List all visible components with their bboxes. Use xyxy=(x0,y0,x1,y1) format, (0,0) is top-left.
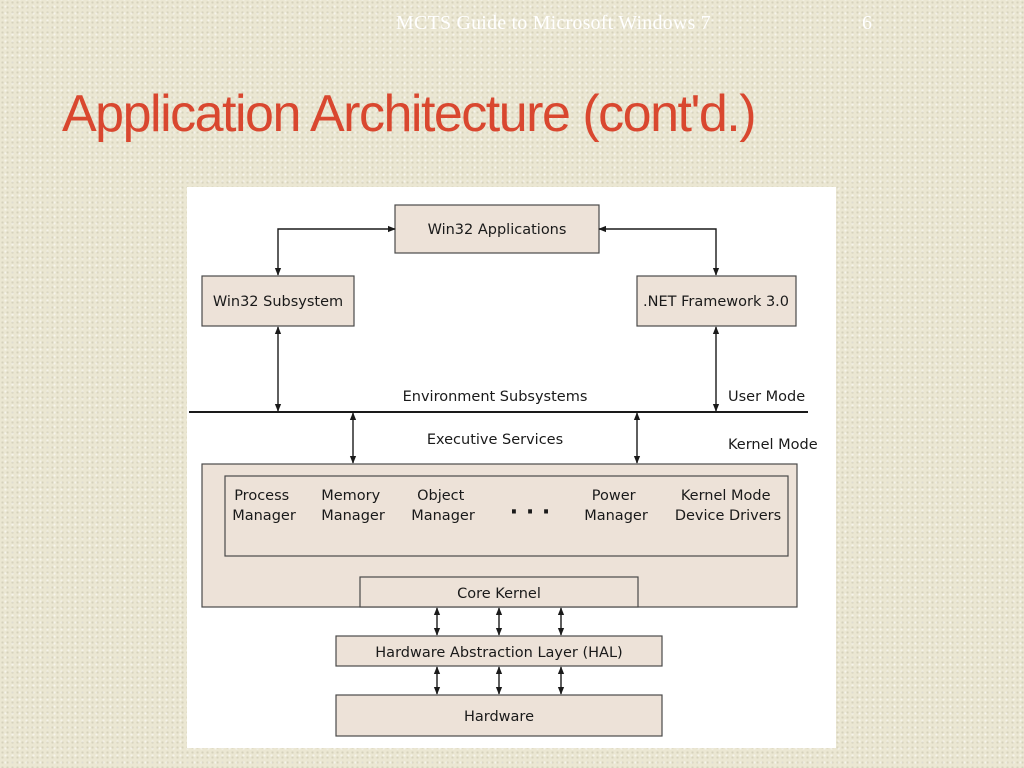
core-kernel-box xyxy=(359,576,639,608)
win32-applications-box xyxy=(394,204,600,254)
process-manager-label: Process Manager xyxy=(232,488,296,524)
memory-manager-label: Memory Manager xyxy=(321,488,385,524)
object-manager-label: Object Manager xyxy=(411,488,475,524)
slide-title: Application Architecture (cont'd.) xyxy=(62,85,757,143)
environment-subsystems-label: Environment Subsystems xyxy=(403,389,588,405)
user-mode-label: User Mode xyxy=(728,389,805,405)
slide-number: 6 xyxy=(862,12,872,34)
net-framework-box xyxy=(636,275,797,327)
hardware-label: Hardware xyxy=(464,709,534,725)
connector-apps-to-net-framework xyxy=(598,225,720,276)
win32-subsystem-label: Win32 Subsystem xyxy=(213,294,343,310)
core-kernel-label: Core Kernel xyxy=(457,586,541,602)
kernel-mode-device-drivers-label: Kernel Mode Device Drivers xyxy=(675,488,781,524)
executive-components-box xyxy=(224,475,789,557)
ellipsis: · · · xyxy=(510,500,550,525)
power-manager-label: Power Manager xyxy=(584,488,648,524)
kernel-mode-label: Kernel Mode xyxy=(728,437,818,453)
win32-applications-label: Win32 Applications xyxy=(428,222,567,238)
net-framework-label: .NET Framework 3.0 xyxy=(643,294,789,310)
connector-apps-to-win32-subsystem xyxy=(274,225,396,276)
architecture-diagram: Win32 Applications Win32 Subsystem .NET … xyxy=(187,187,836,748)
win32-subsystem-box xyxy=(201,275,355,327)
slide-header: MCTS Guide to Microsoft Windows 7 xyxy=(396,12,711,34)
executive-services-label: Executive Services xyxy=(427,432,563,448)
hal-label: Hardware Abstraction Layer (HAL) xyxy=(375,645,622,661)
hal-box xyxy=(335,635,663,667)
hardware-box xyxy=(335,694,663,737)
